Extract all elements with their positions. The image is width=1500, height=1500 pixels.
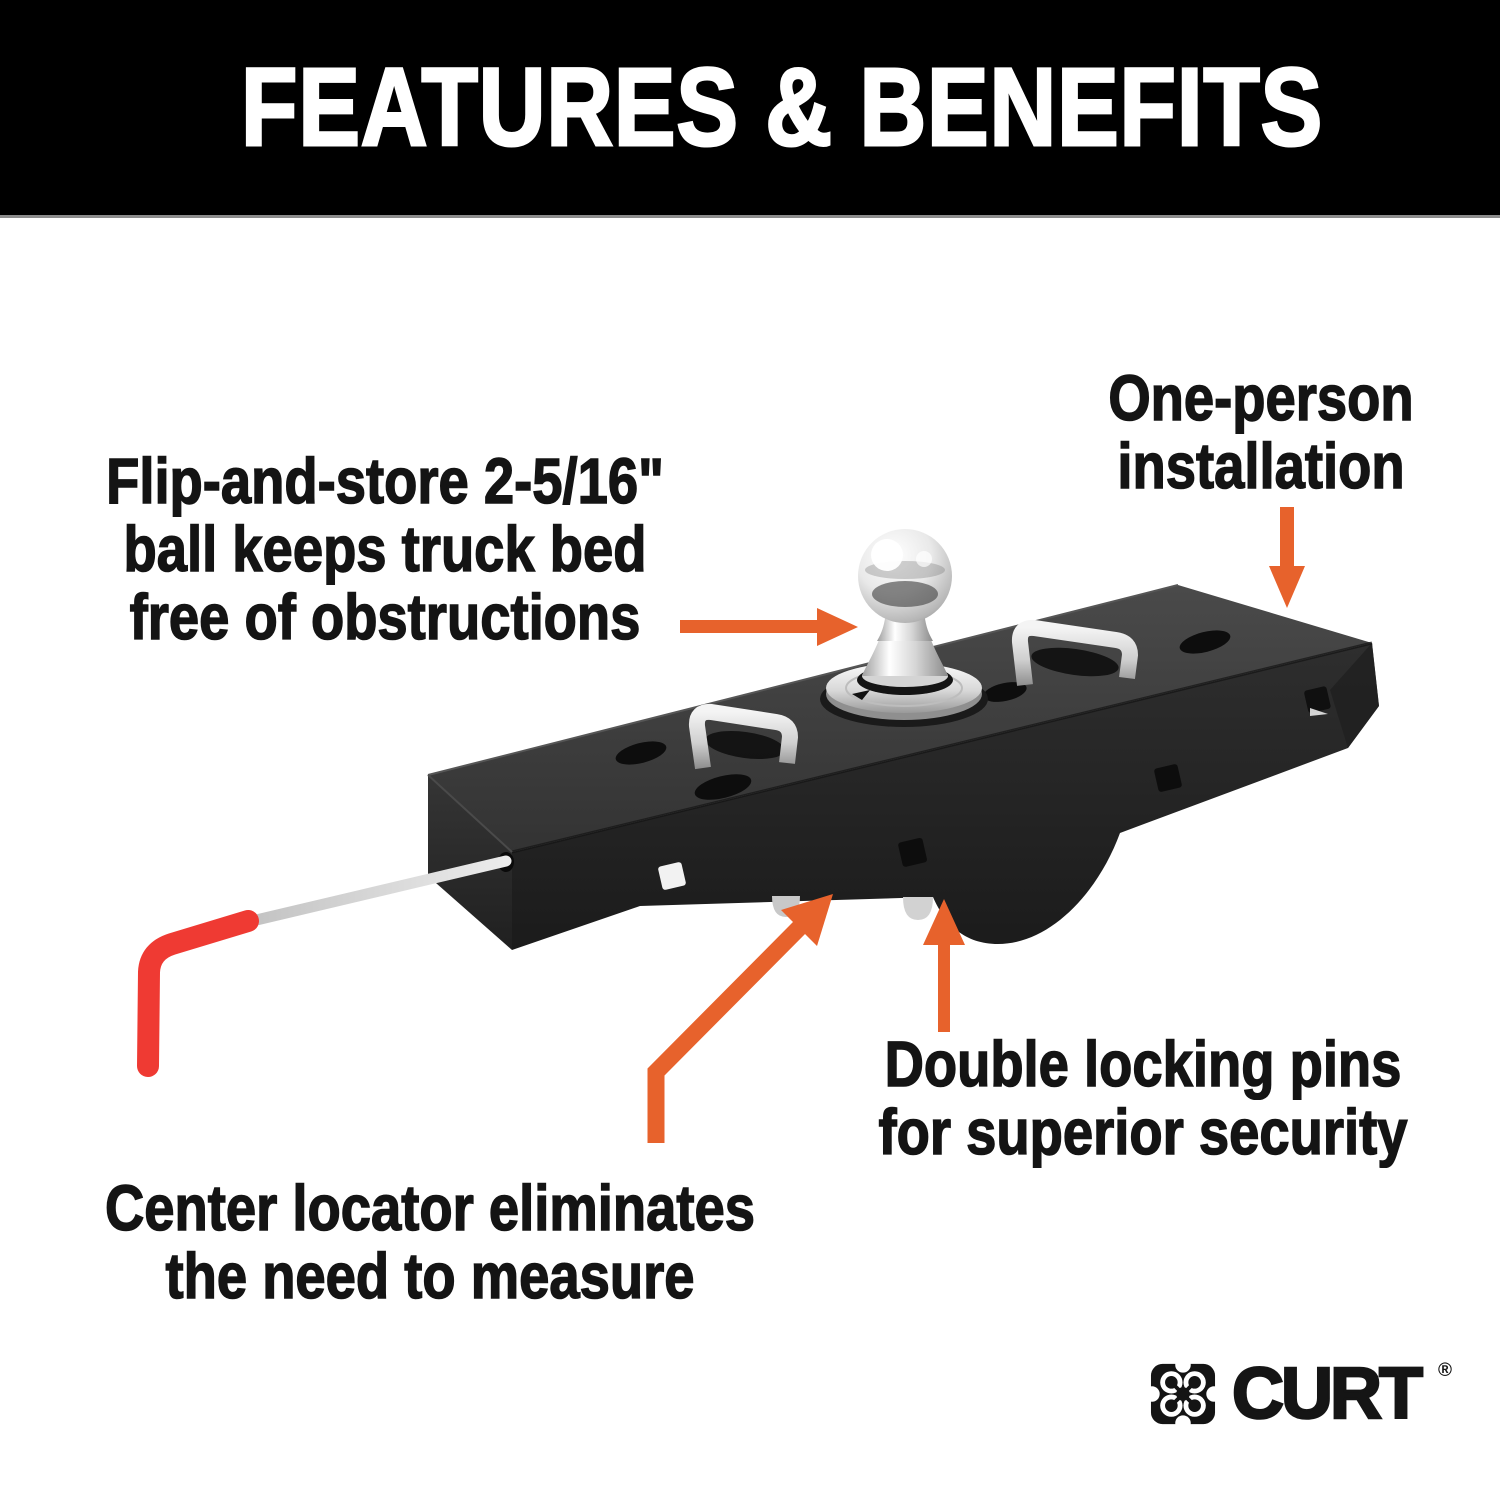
callout-line: for superior security (878, 1096, 1408, 1168)
callout-line: ball keeps truck bed (123, 513, 647, 585)
red-handle (137, 910, 259, 1077)
arrow-to-ball-icon (680, 608, 858, 646)
callout-arrows (647, 507, 1305, 1143)
ball-flare-base (862, 640, 948, 676)
registered-trademark: ® (1437, 1360, 1452, 1381)
hitch-ball-assembly (820, 529, 988, 727)
callout-line: Center locator eliminates (104, 1172, 755, 1244)
mounting-slots (615, 630, 1231, 800)
callout-line: One-person (1108, 362, 1415, 434)
locking-pins (772, 896, 933, 920)
brand-logo: CURT ® (1150, 1354, 1452, 1434)
callout-line: Double locking pins (884, 1028, 1402, 1100)
callout-flip-and-store-ball: Flip-and-store 2-5/16" ball keeps truck … (25, 445, 745, 653)
callout-line: the need to measure (165, 1240, 695, 1312)
center-locator-rod (137, 852, 514, 1077)
page-title: FEATURES & BENEFITS (240, 45, 1324, 169)
callout-center-locator: Center locator eliminates the need to me… (30, 1172, 830, 1312)
header-banner: FEATURES & BENEFITS (0, 0, 1500, 218)
callout-one-person-installation: One-person installation (1026, 362, 1496, 502)
safety-chain-loops (688, 619, 1139, 770)
arrow-one-person-icon (1269, 507, 1305, 608)
callout-line: installation (1117, 430, 1405, 502)
callout-line: Flip-and-store 2-5/16" (105, 445, 664, 517)
arrow-center-locator-icon (647, 894, 833, 1143)
callout-line: free of obstructions (129, 581, 641, 653)
frame-holes (658, 686, 1331, 890)
brand-wordmark: CURT (1231, 1354, 1424, 1434)
arrow-locking-pins-icon (923, 899, 965, 1032)
callout-double-locking-pins: Double locking pins for superior securit… (803, 1028, 1483, 1168)
curt-clover-knot-icon (1150, 1362, 1216, 1426)
